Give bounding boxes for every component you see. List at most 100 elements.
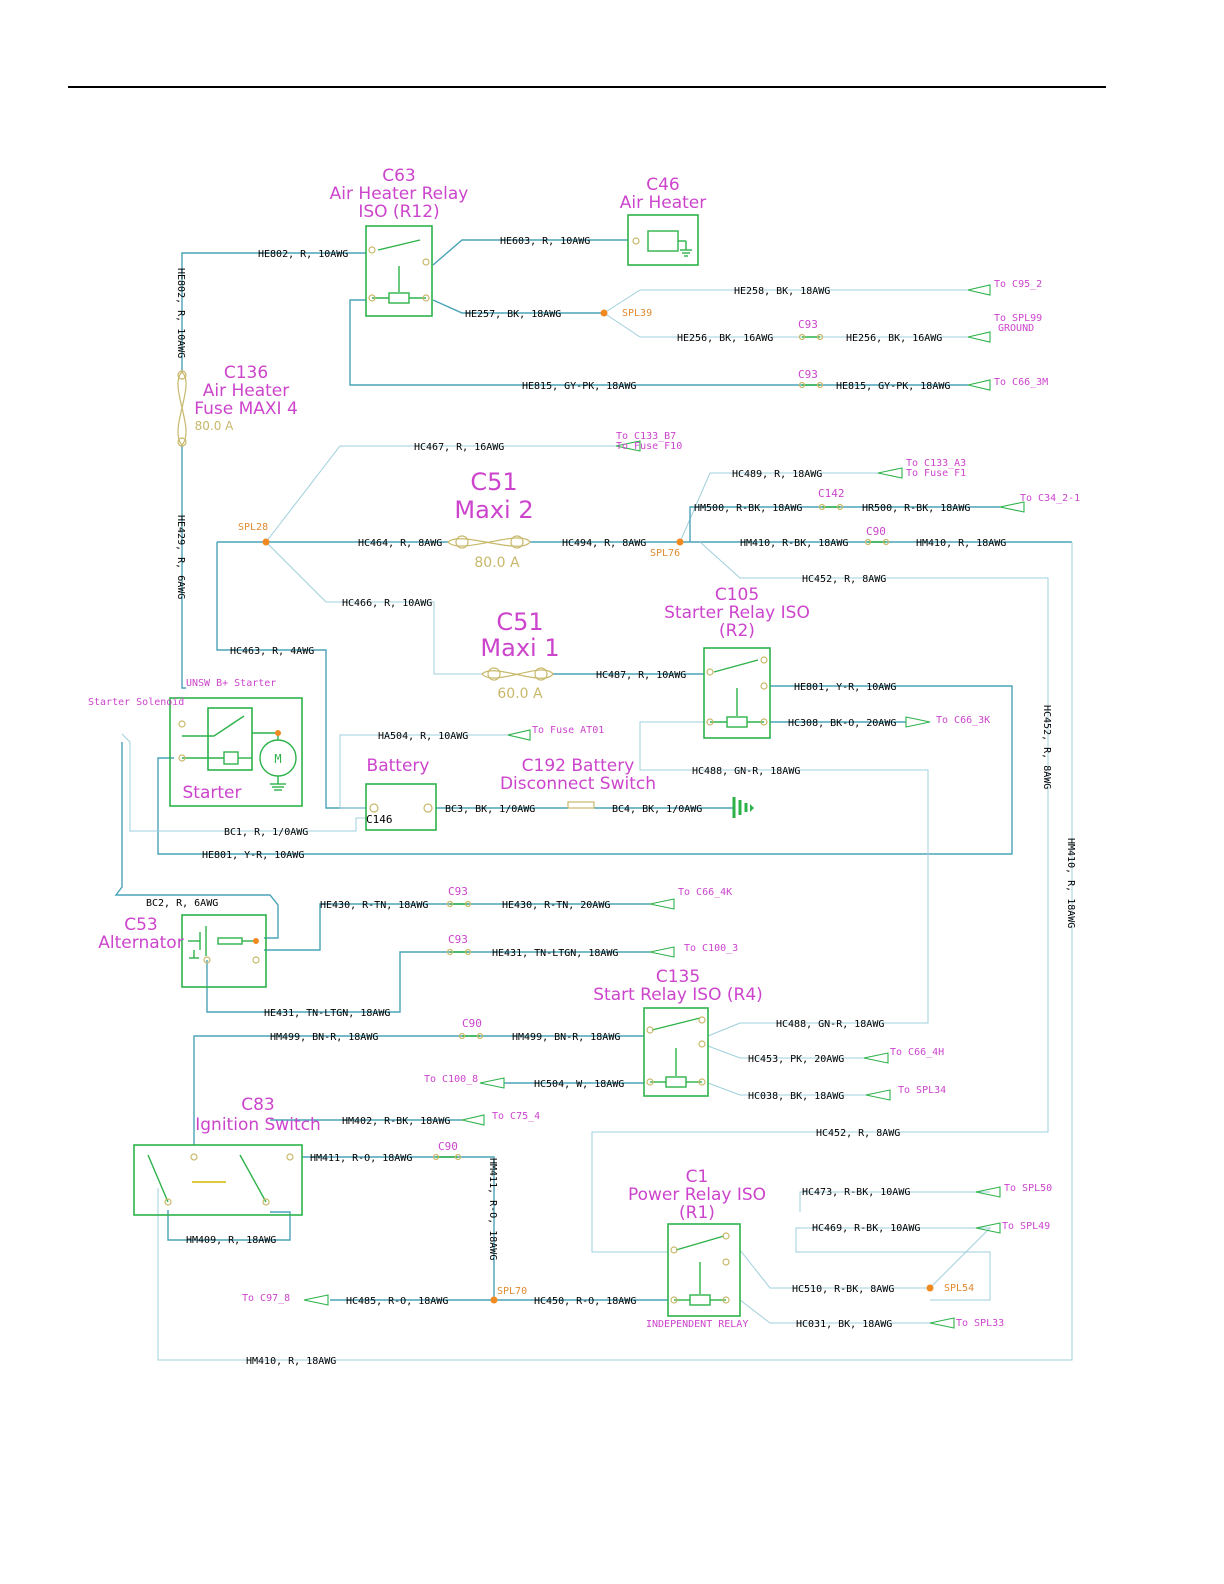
c1-note: INDEPENDENT RELAY: [646, 1319, 748, 1330]
battery: [365, 783, 437, 831]
dest-label: To C100_3: [684, 943, 738, 954]
dest-label: To C66_3M: [994, 377, 1048, 388]
inline-connector-labels: C93 C93 C93 C93 C90 C142 C90 C90: [438, 318, 886, 1153]
splice-dots: [262, 309, 934, 1304]
wire-label: HC450, R-O, 18AWG: [534, 1296, 636, 1307]
ignition-switch-c83: [133, 1144, 303, 1216]
c46-name: Air Heater: [620, 193, 707, 213]
relay-c105: [703, 647, 771, 739]
c135-id: C135: [656, 967, 700, 987]
fuse-c136: [177, 370, 187, 447]
wire-label: BC4, BK, 1/0AWG: [612, 804, 702, 815]
c53-id: C53: [124, 915, 158, 935]
c105-name: Starter Relay ISO: [664, 603, 810, 623]
wire-label: HA504, R, 10AWG: [378, 731, 468, 742]
dest-label: To C133_B7: [616, 431, 676, 442]
starter-name: Starter: [183, 783, 242, 803]
wire-label: HE431, TN-LTGN, 18AWG: [264, 1008, 390, 1019]
wire-label: HE802, R, 10AWG: [175, 268, 186, 358]
maxi-fuse-1: [481, 667, 554, 681]
battery-id: C146: [366, 813, 393, 826]
wire-label: HC469, R-BK, 10AWG: [812, 1223, 920, 1234]
wire-label: HC038, BK, 18AWG: [748, 1091, 844, 1102]
dest-label: To C100_8: [424, 1074, 478, 1085]
wire-label: HC485, R-O, 18AWG: [346, 1296, 448, 1307]
c90-label: C90: [866, 525, 886, 538]
c1-id: C1: [686, 1167, 709, 1187]
wire-label: HC466, R, 10AWG: [342, 598, 432, 609]
starter-solenoid-label: Starter Solenoid: [88, 697, 184, 708]
starter-bplus-label: UNSW B+ Starter: [186, 678, 276, 689]
wire-label: HM500, R-BK, 18AWG: [694, 503, 802, 514]
dest-label: To C97_8: [242, 1293, 290, 1304]
c1-name2: (R1): [679, 1203, 715, 1223]
c135-name: Start Relay ISO (R4): [593, 985, 763, 1005]
wire-label: HM499, BN-R, 18AWG: [512, 1032, 620, 1043]
c90-label: C90: [462, 1017, 482, 1030]
wire-label: HC504, W, 18AWG: [534, 1079, 624, 1090]
c136-name: Air Heater: [203, 381, 290, 401]
wire-label: HM411, R-O, 18AWG: [310, 1153, 412, 1164]
c51-maxi1-id: C51: [496, 608, 543, 636]
spl76-label: SPL76: [650, 548, 680, 559]
destination-labels: To C95_2 To SPL99 GROUND To C66_3M To C1…: [242, 279, 1080, 1329]
wire-label: HC467, R, 16AWG: [414, 442, 504, 453]
relay-c135: [643, 1007, 709, 1097]
wire-label: HC464, R, 8AWG: [358, 538, 442, 549]
wire-label: HE257, BK, 18AWG: [465, 309, 561, 320]
starter-motor: [169, 697, 303, 807]
c63-name2: ISO (R12): [358, 202, 439, 222]
spl54-label: SPL54: [944, 1283, 974, 1294]
wire-label: HE802, R, 10AWG: [258, 249, 348, 260]
c83-id: C83: [241, 1095, 275, 1115]
c53-name: Alternator: [98, 933, 183, 953]
wire-label: HC488, GN-R, 18AWG: [776, 1019, 884, 1030]
wire-label: HE430, R-TN, 20AWG: [502, 900, 610, 911]
spl28-label: SPL28: [238, 522, 268, 533]
spl70-label: SPL70: [497, 1286, 527, 1297]
wire-label: HE256, BK, 16AWG: [846, 333, 942, 344]
c46-id: C46: [646, 175, 680, 195]
wire-label: HE429, R, 6AWG: [175, 515, 186, 599]
wire-label: BC2, R, 6AWG: [146, 898, 218, 909]
wire-label: HE801, Y-R, 10AWG: [202, 850, 304, 861]
c51-maxi2-name: Maxi 2: [454, 496, 533, 524]
wire-label: HC031, BK, 18AWG: [796, 1319, 892, 1330]
wires: [114, 239, 1073, 1361]
dest-label: To C66_4H: [890, 1047, 944, 1058]
inline-connector-pins: [432, 333, 890, 1161]
motor-symbol: M: [274, 752, 281, 766]
wire-label: BC3, BK, 1/0AWG: [445, 804, 535, 815]
wire-label: HE815, GY-PK, 18AWG: [836, 381, 950, 392]
wire-label: HC494, R, 8AWG: [562, 538, 646, 549]
dest-label: To SPL99: [994, 313, 1042, 324]
wire-label: HC308, BK-O, 20AWG: [788, 718, 896, 729]
wire-label: HC473, R-BK, 10AWG: [802, 1187, 910, 1198]
wire-label: HC452, R, 8AWG: [802, 574, 886, 585]
c136-name2: Fuse MAXI 4: [194, 399, 298, 419]
wire-label: HM410, R, 18AWG: [916, 538, 1006, 549]
battery-name: Battery: [367, 756, 430, 776]
dest-label: To SPL49: [1002, 1221, 1050, 1232]
wire-label: HC510, R-BK, 8AWG: [792, 1284, 894, 1295]
wire-label: HE603, R, 10AWG: [500, 236, 590, 247]
c142-label: C142: [818, 487, 845, 500]
wire-label: HM410, R, 18AWG: [246, 1356, 336, 1367]
chassis-ground-icon: [732, 797, 754, 818]
dest-label: GROUND: [998, 323, 1034, 334]
c192-name2: Disconnect Switch: [500, 774, 656, 794]
wire-label: HM402, R-BK, 18AWG: [342, 1116, 450, 1127]
c63-id: C63: [382, 166, 416, 186]
dest-label: To C75_4: [492, 1111, 540, 1122]
wire-label: HM410, R-BK, 18AWG: [740, 538, 848, 549]
dest-label: To SPL33: [956, 1318, 1004, 1329]
wire-label: HE256, BK, 16AWG: [677, 333, 773, 344]
spl39-label: SPL39: [622, 308, 652, 319]
wire-label: HE431, TN-LTGN, 18AWG: [492, 948, 618, 959]
relay-c1: [667, 1223, 741, 1317]
off-page-arrows: [303, 284, 1025, 1329]
c93-label: C93: [798, 318, 818, 331]
wire-label: HR500, R-BK, 18AWG: [862, 503, 970, 514]
wire-labels: HE802, R, 10AWG HE802, R, 10AWG HE603, R…: [146, 236, 1076, 1367]
c105-name2: (R2): [719, 621, 755, 641]
